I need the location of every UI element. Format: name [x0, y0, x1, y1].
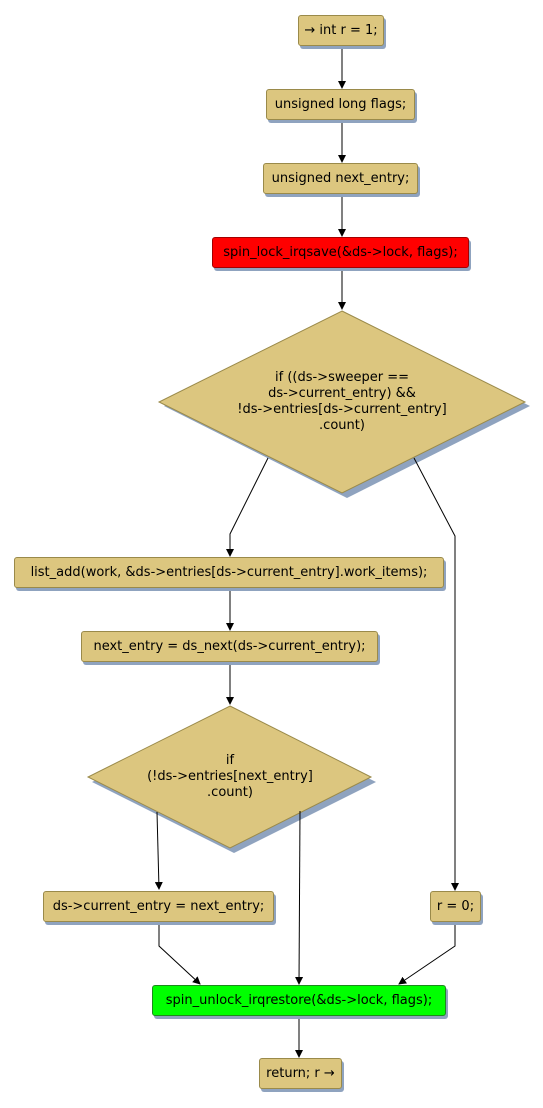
- node-next-entry-decl: unsigned next_entry;: [263, 163, 418, 194]
- decision-diamond-1: [157, 310, 527, 494]
- edge-rzero-unlock: [398, 922, 456, 985]
- decision-2-label: if (!ds->entries[next_entry] .count): [147, 753, 313, 800]
- node-current-assign: ds->current_entry = next_entry;: [43, 891, 274, 922]
- edge-cond1-true: [226, 457, 269, 557]
- node-spin-lock: spin_lock_irqsave(&ds->lock, flags);: [212, 237, 469, 268]
- node-start: → int r = 1;: [298, 15, 384, 46]
- edge-cond2-true: [154, 811, 163, 890]
- node-r-zero: r = 0;: [430, 891, 481, 922]
- node-spin-unlock: spin_unlock_irqrestore(&ds->lock, flags)…: [152, 985, 446, 1016]
- edge-cond2-false: [295, 810, 304, 985]
- edge-cond1-false: [413, 457, 459, 891]
- edge-current-unlock: [158, 922, 201, 985]
- node-return: return; r →: [259, 1058, 342, 1089]
- decision-1-label: if ((ds->sweeper == ds->current_entry) &…: [237, 370, 447, 433]
- node-next-assign: next_entry = ds_next(ds->current_entry);: [81, 631, 378, 662]
- node-flags-decl: unsigned long flags;: [266, 89, 415, 120]
- node-list-add: list_add(work, &ds->entries[ds->current_…: [14, 557, 444, 588]
